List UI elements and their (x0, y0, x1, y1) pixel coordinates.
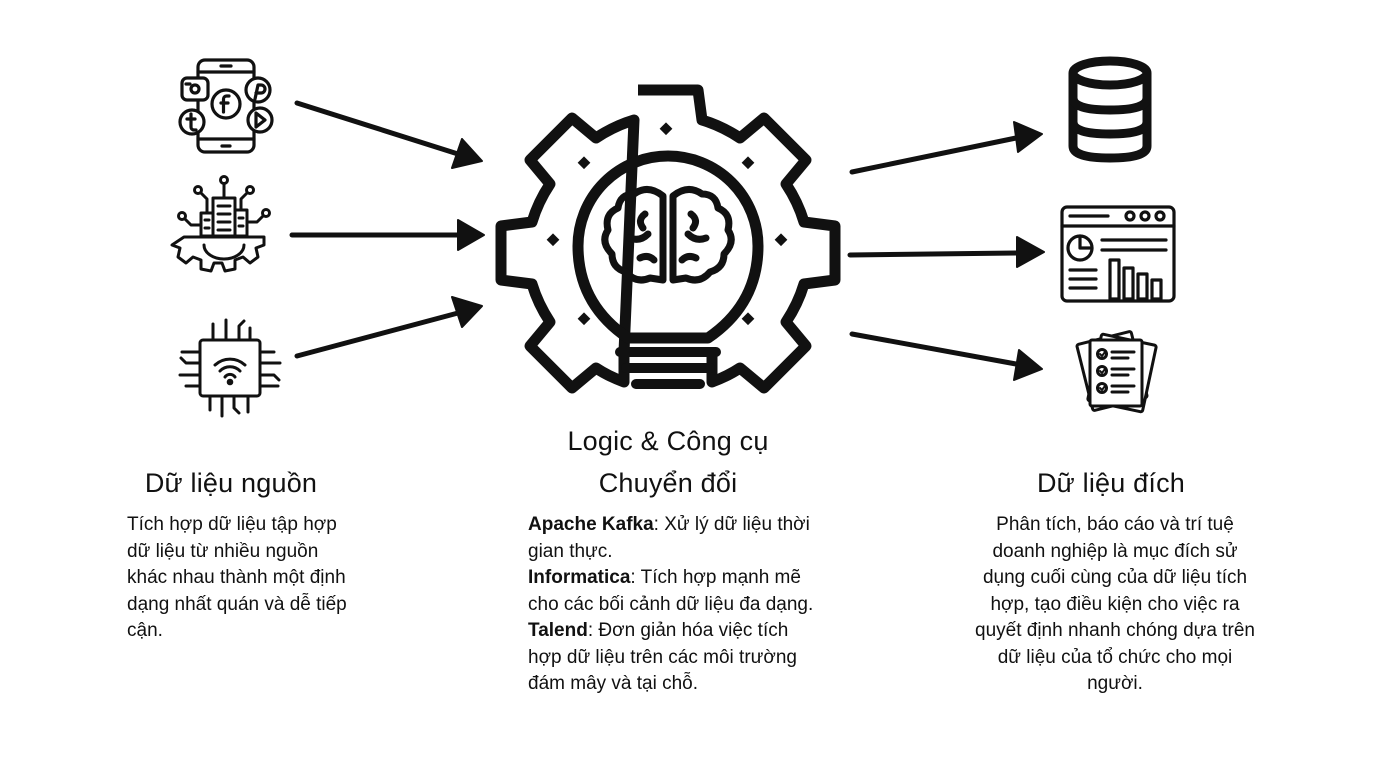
tool-desc: : Tích hợp mạnh mẽ cho các bối cảnh dữ l… (528, 567, 814, 615)
checklist-documents-icon (1075, 330, 1158, 414)
destination-arrows (847, 121, 1045, 381)
source-arrows (289, 100, 485, 359)
source-description: Tích hợp dữ liệu tập hợp dữ liệu từ nhiề… (127, 512, 359, 645)
process-title-line1: Logic & Công cụ (567, 426, 769, 456)
process-title-line2: Chuyển đổi (598, 468, 738, 498)
tool-informatica: Informatica: Tích hợp mạnh mẽ cho các bố… (528, 565, 814, 618)
tool-name: Apache Kafka (528, 514, 654, 535)
dashboard-report-icon (1060, 205, 1176, 303)
process-title: Logic & Công cụ Chuyển đổi (518, 420, 818, 504)
tool-desc: : Xử lý dữ liệu thời gian thực. (528, 514, 810, 562)
tool-desc: : Đơn giản hóa việc tích hợp dữ liệu trê… (528, 620, 797, 694)
tool-kafka: Apache Kafka: Xử lý dữ liệu thời gian th… (528, 512, 814, 565)
iot-chip-icon (178, 318, 282, 418)
source-title: Dữ liệu nguồn (144, 468, 318, 498)
destination-title: Dữ liệu đích (1036, 468, 1186, 498)
process-tools: Apache Kafka: Xử lý dữ liệu thời gian th… (528, 512, 814, 698)
tool-name: Talend (528, 620, 588, 641)
source-description-text: Tích hợp dữ liệu tập hợp dữ liệu từ nhiề… (127, 514, 347, 641)
lightbulb-brain-gear-icon (495, 84, 841, 394)
social-media-phone-icon (178, 58, 274, 154)
smart-city-gear-icon (170, 175, 271, 273)
database-icon (1068, 56, 1152, 163)
tool-talend: Talend: Đơn giản hóa việc tích hợp dữ li… (528, 618, 814, 698)
destination-description: Phân tích, báo cáo và trí tuệ doanh nghi… (974, 512, 1256, 698)
tool-name: Informatica (528, 567, 631, 588)
destination-description-text: Phân tích, báo cáo và trí tuệ doanh nghi… (975, 514, 1255, 694)
